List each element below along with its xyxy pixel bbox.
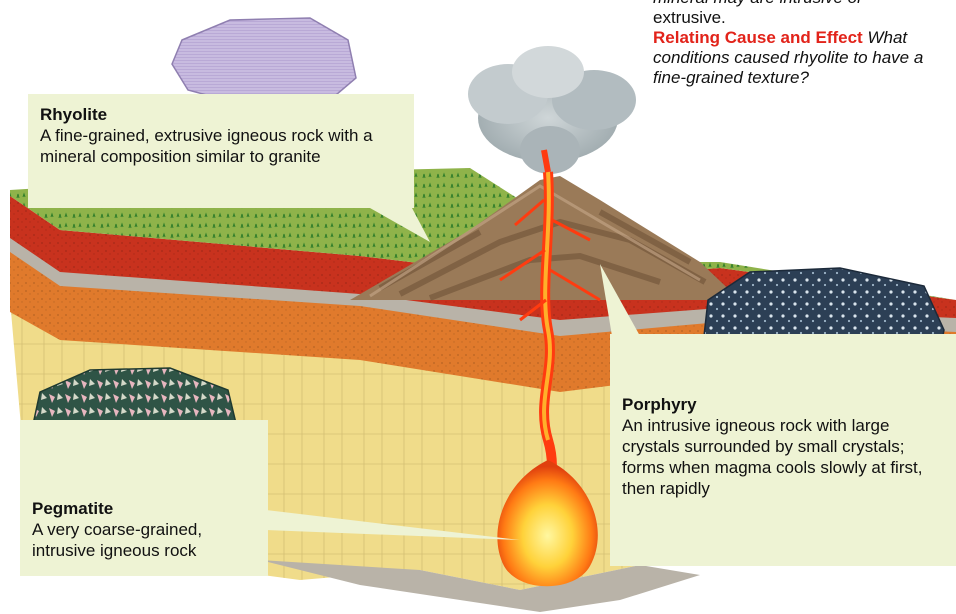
ash-cloud: [468, 46, 636, 174]
rhyolite-callout: Rhyolite A fine-grained, extrusive igneo…: [28, 94, 414, 208]
pegmatite-description: A very coarse-grained, intrusive igneous…: [32, 519, 256, 561]
pegmatite-callout: Pegmatite A very coarse-grained, intrusi…: [20, 420, 268, 576]
rhyolite-title: Rhyolite: [40, 104, 402, 125]
rhyolite-description: A fine-grained, extrusive igneous rock w…: [40, 125, 402, 167]
porphyry-title: Porphyry: [622, 394, 944, 415]
figure-caption: mineral may are intrusive or extrusive. …: [653, 0, 956, 88]
porphyry-callout: Porphyry An intrusive igneous rock with …: [610, 334, 956, 566]
pegmatite-title: Pegmatite: [32, 498, 256, 519]
porphyry-description: An intrusive igneous rock with large cry…: [622, 415, 944, 499]
caption-line: extrusive.: [653, 8, 726, 27]
caption-lead: Relating Cause and Effect: [653, 28, 863, 47]
caption-cropped-line: mineral may are intrusive or: [653, 0, 956, 8]
rhyolite-sample: [172, 18, 356, 104]
